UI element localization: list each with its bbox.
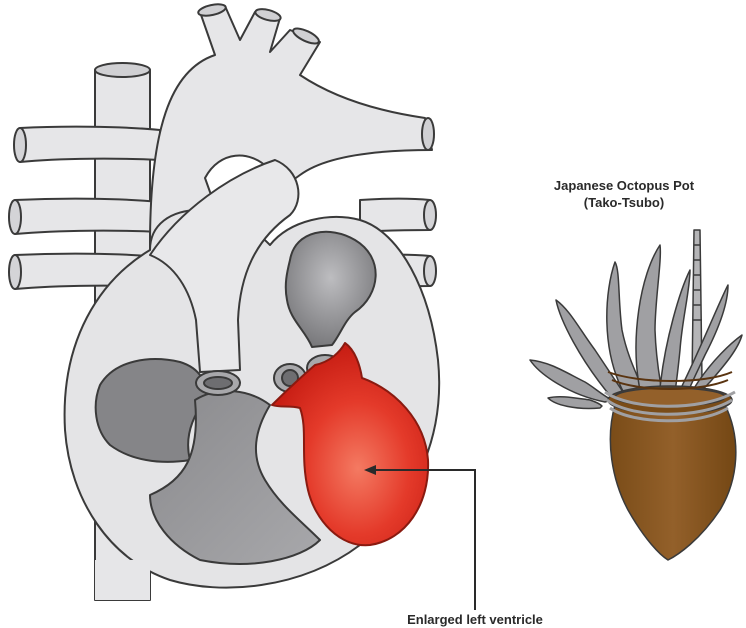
pulmonary-vein-left-2 (15, 199, 160, 234)
pot-label-line2: (Tako-Tsubo) (584, 195, 664, 210)
octopus-tentacles (530, 245, 742, 408)
octopus-pot-illustration (530, 230, 742, 560)
pulmonary-vein-left-1 (20, 127, 160, 162)
inferior-vena-cava (95, 560, 150, 600)
vena-cava-opening (95, 63, 150, 77)
heart (9, 2, 439, 600)
pot-label-line1: Japanese Octopus Pot (554, 178, 695, 193)
ventricle-label: Enlarged left ventricle (407, 612, 543, 627)
pot-body (610, 405, 735, 560)
